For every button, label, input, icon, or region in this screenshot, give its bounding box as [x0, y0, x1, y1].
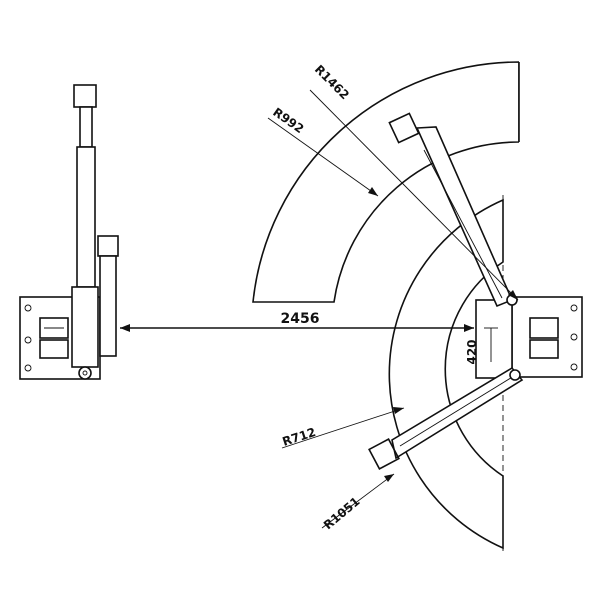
short-arm-swing-area	[388, 198, 504, 550]
top-pad	[73, 84, 97, 108]
long-arm	[388, 112, 518, 308]
column-head	[475, 299, 513, 379]
carriage	[71, 286, 99, 368]
label-r712: R712	[281, 425, 318, 449]
right-column-top-view	[475, 296, 583, 379]
leader-r1462	[309, 89, 519, 301]
offset-dimension: 420	[465, 327, 498, 365]
leader-r1051	[321, 473, 395, 529]
long-arm-pad	[388, 112, 420, 144]
leader-r712	[281, 407, 405, 449]
leader-r992	[267, 117, 379, 197]
offset-label: 420	[465, 339, 479, 364]
radius-leaders	[267, 89, 519, 529]
left-post	[76, 146, 96, 288]
label-r992: R992	[270, 105, 306, 136]
label-r1462: R1462	[312, 62, 352, 102]
left-column-side-view	[19, 84, 119, 380]
label-r1051: R1051	[321, 494, 363, 532]
short-arm	[368, 366, 524, 470]
span-label: 2456	[281, 311, 320, 327]
span-dimension: 2456	[120, 311, 474, 332]
adapter-pad	[97, 235, 119, 257]
short-arm-pad	[368, 438, 400, 470]
